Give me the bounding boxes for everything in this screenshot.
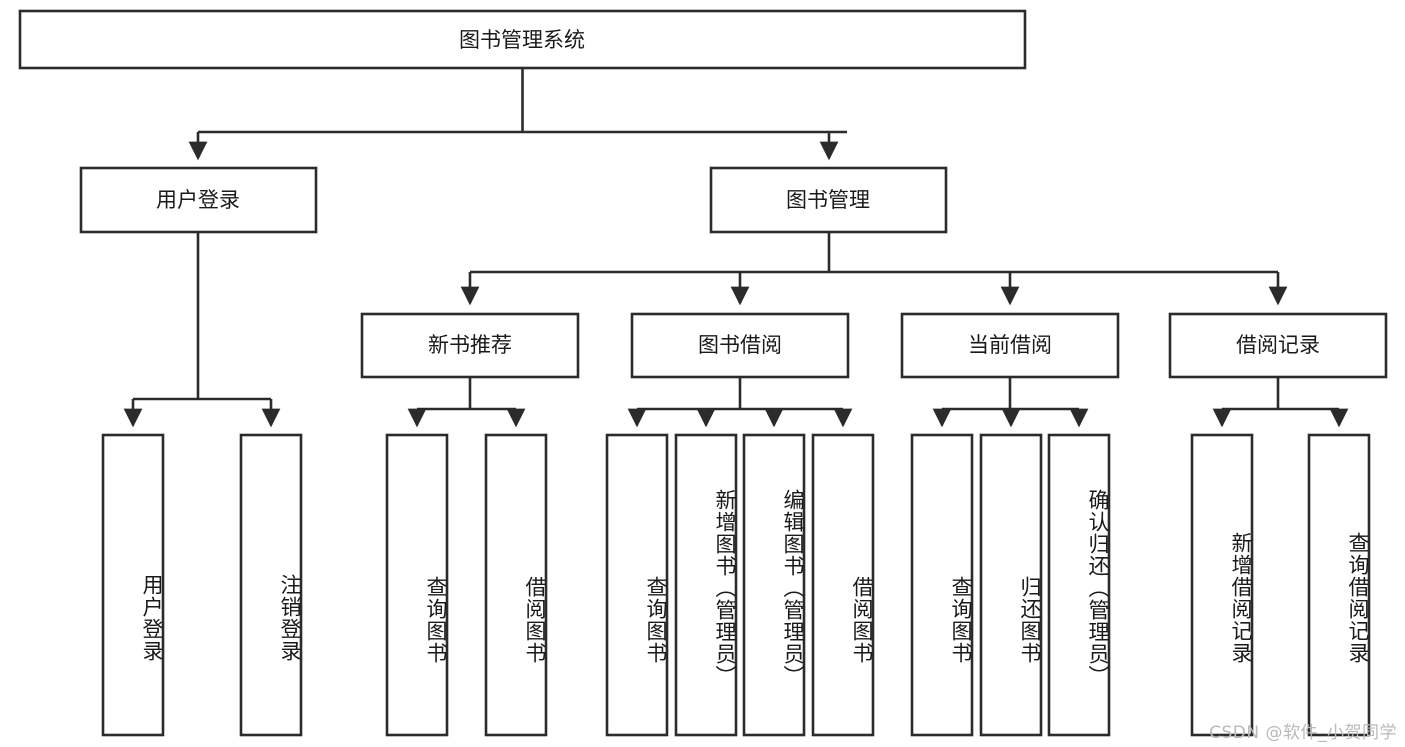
connectors-borrow-record-to-leaves xyxy=(1212,377,1349,428)
node-current-borrow-box[interactable] xyxy=(900,312,1120,379)
node-leaf-query-book-2-box[interactable] xyxy=(605,433,669,737)
node-book-borrow[interactable]: 图书借阅 xyxy=(630,312,850,379)
node-book-manage-label: 图书管理 xyxy=(786,188,870,212)
node-leaf-query-book-1-box[interactable] xyxy=(385,433,449,737)
connectors-current-borrow-to-leaves xyxy=(932,377,1089,428)
node-leaf-return-book-box[interactable] xyxy=(979,433,1043,737)
node-leaf-borrow-book-1-box[interactable] xyxy=(484,433,548,737)
node-root-box[interactable] xyxy=(18,9,1027,70)
node-leaf-user-logout-box[interactable] xyxy=(239,433,303,737)
node-leaf-query-record-box[interactable] xyxy=(1307,433,1371,737)
node-book-manage[interactable]: 图书管理 xyxy=(709,166,948,234)
node-new-book-recommend[interactable]: 新书推荐 xyxy=(360,312,580,379)
connectors-user-login-to-leaves xyxy=(123,232,281,428)
node-borrow-record-label: 借阅记录 xyxy=(1236,333,1320,357)
node-borrow-record-box[interactable] xyxy=(1168,312,1388,379)
node-current-borrow[interactable]: 当前借阅 xyxy=(900,312,1120,379)
connectors-book-manage-to-level2 xyxy=(460,232,1288,306)
node-user-login[interactable]: 用户登录 xyxy=(79,166,318,234)
connectors-root-to-level1 xyxy=(188,68,847,161)
node-book-manage-box[interactable] xyxy=(709,166,948,234)
node-leaf-confirm-return-box[interactable] xyxy=(1047,433,1111,737)
node-new-book-recommend-label: 新书推荐 xyxy=(428,333,512,357)
node-borrow-record[interactable]: 借阅记录 xyxy=(1168,312,1388,379)
node-leaf-user-login-box[interactable] xyxy=(101,433,165,737)
node-current-borrow-label: 当前借阅 xyxy=(968,333,1052,357)
node-leaf-add-record-box[interactable] xyxy=(1190,433,1254,737)
node-leaf-add-book-box[interactable] xyxy=(674,433,738,737)
node-leaf-query-book-3-box[interactable] xyxy=(910,433,974,737)
node-book-borrow-box[interactable] xyxy=(630,312,850,379)
node-leaf-edit-book-box[interactable] xyxy=(742,433,806,737)
csdn-watermark: CSDN @软件_小贺同学 xyxy=(1209,723,1397,743)
node-leaf-borrow-book-2-box[interactable] xyxy=(811,433,875,737)
node-root-label: 图书管理系统 xyxy=(459,28,585,52)
connectors-book-borrow-to-leaves xyxy=(627,377,853,428)
connectors-new-book-recommend-to-leaves xyxy=(407,377,526,428)
node-book-borrow-label: 图书借阅 xyxy=(698,333,782,357)
node-new-book-recommend-box[interactable] xyxy=(360,312,580,379)
node-user-login-box[interactable] xyxy=(79,166,318,234)
node-user-login-label: 用户登录 xyxy=(156,188,240,212)
node-root[interactable]: 图书管理系统 xyxy=(18,9,1027,70)
leaf-boxes xyxy=(101,433,1371,737)
